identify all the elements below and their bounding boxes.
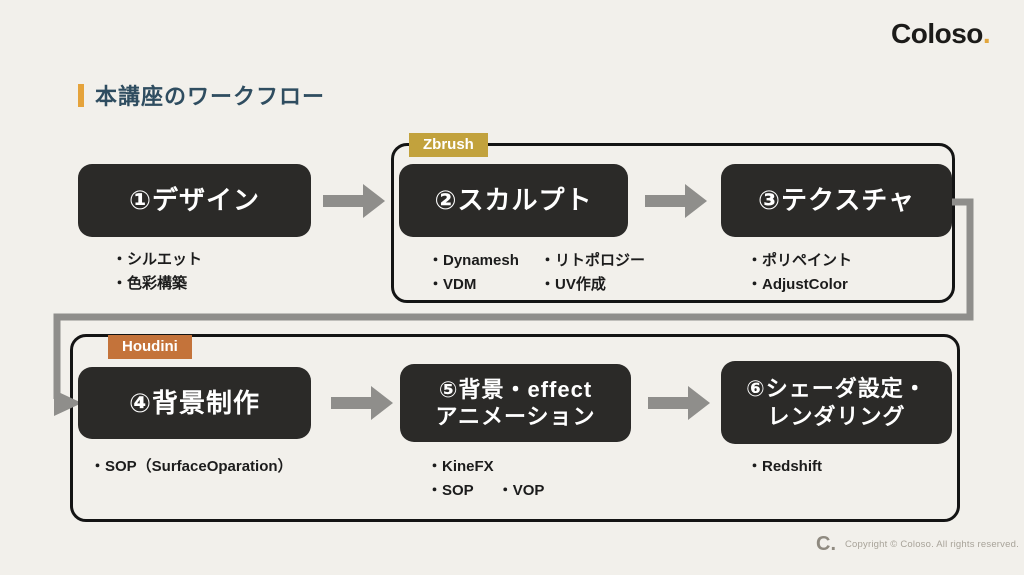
- step-box-sculpt: ②スカルプト: [399, 164, 628, 237]
- coloso-footer-logo: C.: [816, 533, 836, 555]
- step-title-line-1: ⑥シェーダ設定・: [746, 376, 927, 401]
- step-box-texture: ③テクスチャ: [721, 164, 952, 237]
- bullet-item: ・リトポロジー: [540, 252, 646, 269]
- zbrush-group-label: Zbrush: [409, 133, 488, 157]
- flow-arrow-icon: [323, 184, 385, 218]
- bullet-item: ・ポリペイント: [747, 252, 853, 269]
- step-title-line-2: アニメーション: [435, 404, 596, 429]
- houdini-group-label: Houdini: [108, 335, 192, 359]
- step-box-background: ④背景制作: [78, 367, 311, 439]
- bullet-item: ・VOP: [497, 482, 545, 499]
- step-title-line-2: レンダリング: [767, 403, 906, 429]
- bullet-item: ・SOP: [427, 482, 474, 499]
- footer: C. Copyright © Coloso. All rights reserv…: [816, 533, 1019, 556]
- bullet-item: ・色彩構築: [112, 275, 188, 292]
- bullet-item: ・シルエット: [112, 251, 203, 268]
- flow-arrow-icon: [645, 184, 707, 218]
- coloso-logo-dot: .: [982, 18, 991, 49]
- coloso-logo-text: Coloso: [891, 18, 983, 49]
- bullets-sculpt-right: ・リトポロジー ・UV作成: [540, 249, 645, 297]
- coloso-logo: Coloso.: [891, 18, 991, 50]
- step-title: ③テクスチャ: [758, 185, 915, 216]
- title-accent-bar: [78, 83, 84, 107]
- bullet-item: ・Redshift: [747, 458, 823, 475]
- step-title: ①デザイン: [128, 185, 260, 216]
- bullets-background: ・SOP（SurfaceOparation）: [90, 455, 293, 479]
- page-title-row: 本講座のワークフロー: [78, 79, 325, 111]
- step-title-line-1: ⑤背景・effect: [438, 376, 593, 402]
- bullets-effect-animation: ・KineFX ・SOP ・VOP: [427, 455, 544, 503]
- copyright-text: Copyright © Coloso. All rights reserved.: [845, 539, 1019, 550]
- bullet-item: ・UV作成: [540, 276, 606, 293]
- bullets-sculpt-left: ・Dynamesh ・VDM: [428, 249, 519, 297]
- step-title: ④背景制作: [128, 387, 260, 418]
- bullets-shader-rendering: ・Redshift: [747, 455, 822, 479]
- page-title: 本講座のワークフロー: [95, 84, 326, 109]
- flow-arrow-icon: [331, 386, 393, 420]
- step-box-effect-animation: ⑤背景・effect アニメーション: [400, 364, 631, 442]
- bullet-row: ・SOP ・VOP: [427, 479, 544, 503]
- bullet-item: ・AdjustColor: [747, 276, 848, 293]
- bullets-design: ・シルエット ・色彩構築: [112, 248, 202, 296]
- step-box-design: ①デザイン: [78, 164, 311, 237]
- bullet-item: ・Dynamesh: [428, 252, 519, 269]
- step-box-shader-rendering: ⑥シェーダ設定・ レンダリング: [721, 361, 952, 444]
- bullet-item: ・KineFX: [427, 458, 494, 475]
- flow-arrow-icon: [648, 386, 710, 420]
- bullet-item: ・VDM: [428, 276, 477, 293]
- bullet-item: ・SOP（SurfaceOparation）: [90, 458, 293, 475]
- bullets-texture: ・ポリペイント ・AdjustColor: [747, 249, 852, 297]
- step-title: ②スカルプト: [434, 185, 593, 216]
